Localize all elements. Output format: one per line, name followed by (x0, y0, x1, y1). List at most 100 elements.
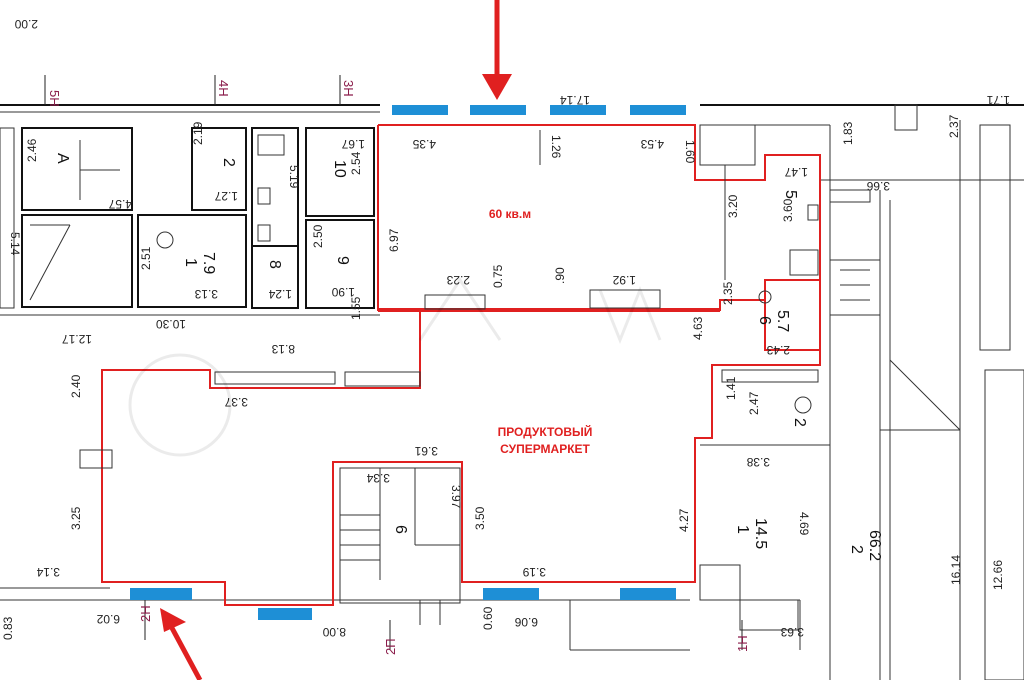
dimension-label: 8.13 (271, 342, 295, 356)
dimension-label: 3.13 (194, 287, 218, 301)
dimension-label: 0.60 (481, 606, 495, 630)
window (392, 105, 448, 115)
axis-label-2p: 2П (383, 638, 398, 655)
window (630, 105, 686, 115)
window (620, 588, 676, 600)
dimension-label: 1.24 (268, 287, 292, 301)
dimension-label: 1.55 (349, 296, 363, 320)
dimension-label: 2.37 (947, 114, 961, 138)
room-area: 7.9 (200, 252, 217, 274)
axis-label-4n: 4Н (216, 80, 231, 97)
room-number: 6 (392, 525, 409, 534)
left-rooms (0, 127, 375, 309)
room-area: 14.5 (752, 518, 769, 549)
dimension-label: 0.75 (491, 264, 505, 288)
dimension-label: 1.60 (683, 140, 697, 164)
room-number: 6 (756, 316, 773, 325)
dimension-label: 4.53 (640, 137, 664, 151)
axis-label-3n: 3Н (341, 80, 356, 97)
room-number: 2 (848, 545, 865, 554)
dimension-label: 1.92 (612, 273, 636, 287)
dimension-label: 1.67 (341, 137, 365, 151)
window (483, 588, 539, 600)
room-number: 2 (220, 158, 237, 167)
dimension-label: 6.02 (96, 612, 120, 626)
dimension-label: 10.30 (156, 317, 186, 331)
dimension-label: 2.47 (747, 391, 761, 415)
arrow-top (482, 0, 512, 100)
dimension-label: 3.61 (414, 444, 438, 458)
dimension-label: 2.19 (191, 121, 205, 145)
axis-label-1n: 1Н (735, 635, 750, 652)
room-number: 8 (266, 260, 283, 269)
window (258, 608, 312, 620)
dimension-label: 1.26 (549, 135, 563, 159)
dimension-label: 3.97 (449, 485, 463, 509)
room-number: 9 (334, 256, 351, 265)
watermark (128, 277, 662, 457)
dimension-label: 4.57 (108, 197, 132, 211)
dimension-label: 3.66 (866, 179, 890, 193)
window (470, 105, 526, 115)
dimension-label: 3.60 (781, 198, 795, 222)
building-outline (0, 104, 1024, 680)
dimension-label: 3.25 (69, 506, 83, 530)
dimension-label: 3.63 (780, 625, 804, 639)
dimension-label: 2.35 (721, 281, 735, 305)
dimension-label: 2.50 (311, 224, 325, 248)
dimension-label: 3.38 (746, 455, 770, 469)
dimension-label: 2.46 (25, 138, 39, 162)
dimension-label: 4.35 (412, 137, 436, 151)
dimension-label: 17.14 (560, 93, 590, 107)
windows (130, 105, 686, 620)
room-numbers: A 2 10 1 7.9 8 9 5 6 5.7 2 1 14.5 6 2 66… (54, 153, 883, 561)
window (130, 588, 192, 600)
dimension-label: 3.20 (726, 194, 740, 218)
dimension-label: 3.34 (366, 471, 390, 485)
dimension-label: 2.40 (69, 374, 83, 398)
dimension-label: 16.14 (949, 555, 963, 585)
dimension-labels: 2.00 17.14 1.71 2.46 4.57 5.14 2.19 1.27… (1, 17, 1010, 640)
dimension-label: 2.51 (139, 246, 153, 270)
dimension-label: 4.27 (677, 508, 691, 532)
dimension-label: 2.00 (14, 17, 38, 31)
dimension-label: 0.83 (1, 616, 15, 640)
dimension-label: 12.66 (991, 560, 1005, 590)
window (550, 105, 606, 115)
room-area: 66.2 (866, 530, 883, 561)
room-number: 2 (791, 418, 808, 427)
axis-markers: 5Н 4Н 3Н 2Н 2П 1Н (44, 75, 750, 655)
room-number: 10 (331, 160, 348, 178)
dimension-label: 1.90 (331, 285, 355, 299)
dimension-label: 1.27 (214, 189, 238, 203)
dimension-label: 3.19 (522, 565, 546, 579)
dimension-label: 2.43 (766, 343, 790, 357)
room-area: 5.7 (774, 310, 791, 332)
dimension-label: 5.19 (287, 165, 301, 189)
arrow-bottom (160, 608, 203, 680)
dimension-label: 4.63 (691, 316, 705, 340)
room-number: 1 (182, 258, 199, 267)
dimension-label: 3.37 (224, 395, 248, 409)
dimension-label: 4.69 (797, 512, 811, 536)
dimension-label: 1.47 (784, 165, 808, 179)
dimension-label: 2.54 (349, 151, 363, 175)
dimension-label: 1.71 (986, 93, 1010, 107)
dimension-label: 3.14 (36, 565, 60, 579)
dimension-label: 1.83 (841, 121, 855, 145)
supermarket-label-line1: ПРОДУКТОВЫЙ (498, 424, 593, 439)
dimension-label: 1.41 (724, 376, 738, 400)
dimension-label: 6.97 (387, 228, 401, 252)
dimension-label: 2.23 (446, 273, 470, 287)
dimension-label: 3.50 (473, 506, 487, 530)
room-label-a: A (54, 153, 71, 164)
fixtures (79, 124, 830, 631)
axis-label-5n: 5Н (47, 90, 62, 107)
dimension-label: 12.17 (62, 332, 92, 346)
room-number: 5 (782, 190, 799, 199)
dimension-label: .90 (553, 267, 567, 284)
supermarket-label-line2: СУПЕРМАРКЕТ (500, 442, 590, 456)
dimension-label: 6.06 (514, 615, 538, 629)
